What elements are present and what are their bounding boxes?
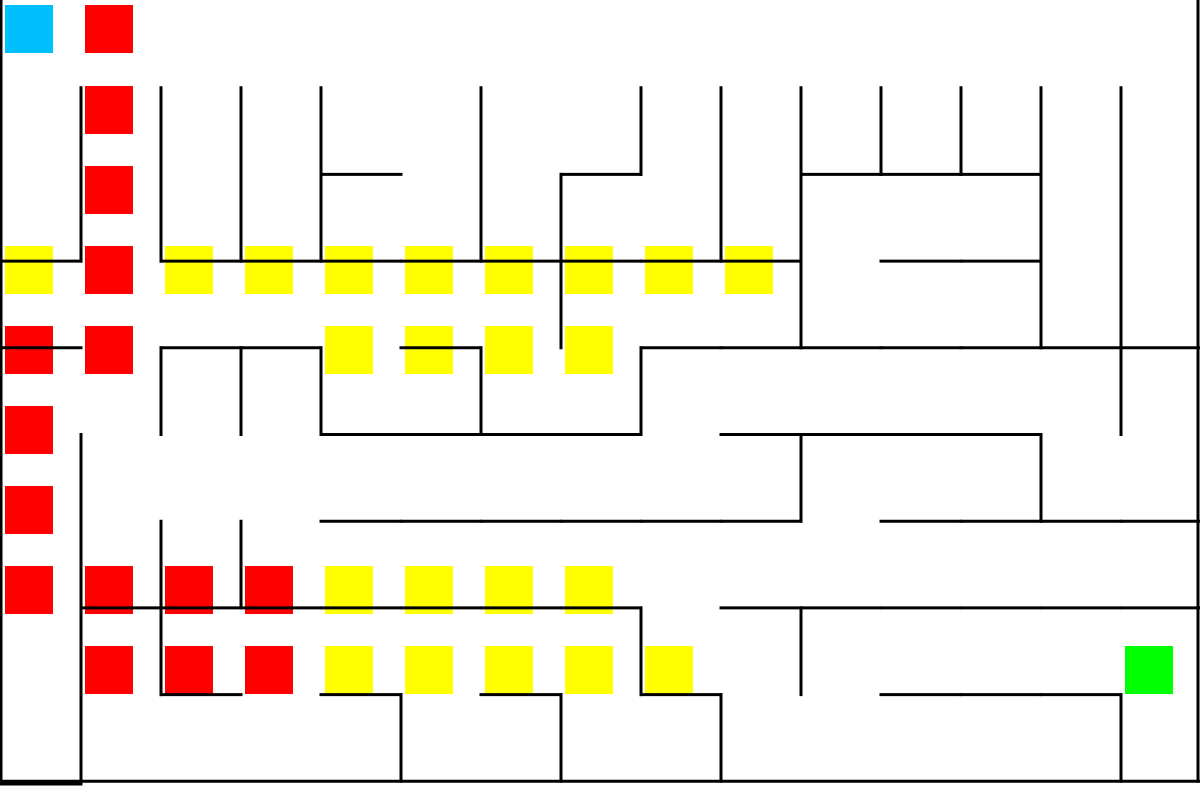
explored-cell [485,646,533,694]
start-cell [5,5,53,53]
path-cell [165,646,213,694]
explored-cell [565,326,613,374]
cells-layer [5,5,1173,694]
explored-cell [405,246,453,294]
path-cell [85,326,133,374]
path-cell [245,566,293,614]
explored-cell [5,246,53,294]
explored-cell [325,646,373,694]
explored-cell [725,246,773,294]
explored-cell [405,646,453,694]
explored-cell [645,246,693,294]
explored-cell [245,246,293,294]
goal-cell [1125,646,1173,694]
explored-cell [565,246,613,294]
explored-cell [565,566,613,614]
path-cell [5,486,53,534]
path-cell [5,566,53,614]
explored-cell [485,326,533,374]
explored-cell [405,326,453,374]
path-cell [85,86,133,134]
path-cell [5,326,53,374]
path-cell [245,646,293,694]
path-cell [85,166,133,214]
path-cell [85,566,133,614]
path-cell [85,5,133,53]
explored-cell [485,566,533,614]
explored-cell [325,326,373,374]
explored-cell [485,246,533,294]
path-cell [85,646,133,694]
path-cell [85,246,133,294]
explored-cell [645,646,693,694]
explored-cell [165,246,213,294]
explored-cell [405,566,453,614]
explored-cell [325,246,373,294]
explored-cell [325,566,373,614]
explored-cell [565,646,613,694]
path-cell [5,406,53,454]
path-cell [165,566,213,614]
